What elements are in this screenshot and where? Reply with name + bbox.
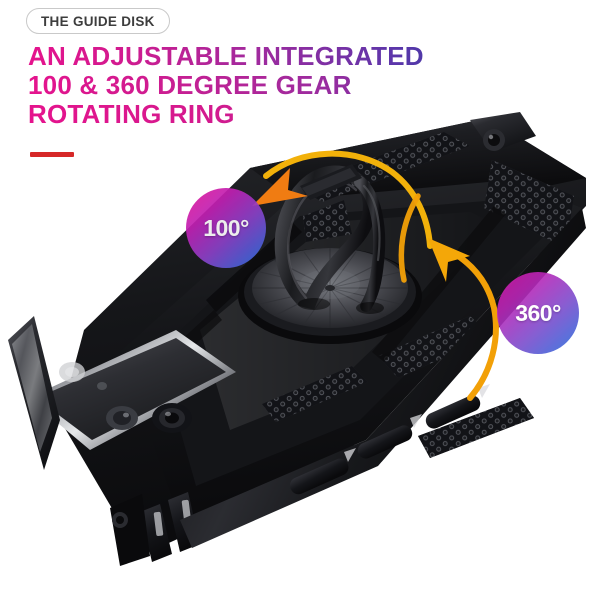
button-volume-up bbox=[357, 414, 422, 459]
arrowhead-right bbox=[428, 238, 470, 282]
arrow-arc-top bbox=[263, 150, 433, 249]
kickstand-pad bbox=[303, 200, 352, 242]
camera-module bbox=[28, 330, 236, 450]
rotation-arrow-left-tail bbox=[398, 193, 421, 283]
case-side-edge bbox=[180, 208, 586, 548]
headline-line-3: ROTATING RING bbox=[28, 100, 548, 129]
degree-bubble-100: 100° bbox=[186, 188, 266, 268]
camera-bar-glass bbox=[36, 338, 226, 440]
camera-sensor-small bbox=[97, 382, 107, 390]
arrowhead-top bbox=[252, 168, 308, 206]
button-power bbox=[289, 448, 356, 495]
guide-disk-badge-label: THE GUIDE DISK bbox=[41, 13, 155, 29]
rotation-arrow-100 bbox=[252, 150, 433, 249]
accent-rule bbox=[30, 152, 74, 157]
corner-bumper-top-right bbox=[470, 112, 536, 152]
degree-bubble-360: 360° bbox=[497, 272, 579, 354]
headline: AN ADJUSTABLE INTEGRATED 100 & 360 DEGRE… bbox=[28, 42, 548, 129]
headline-line-1: AN ADJUSTABLE INTEGRATED bbox=[28, 42, 548, 71]
disk-hub bbox=[325, 285, 335, 291]
headline-line-2: 100 & 360 DEGREE GEAR bbox=[28, 71, 548, 100]
degree-bubble-100-label: 100° bbox=[203, 214, 249, 241]
rotation-arrow-360 bbox=[428, 238, 499, 401]
arrow-arc-left bbox=[398, 193, 421, 283]
case-left-chrome-strip bbox=[12, 324, 52, 452]
arrow-arc-right bbox=[449, 249, 499, 401]
guide-disk-badge: THE GUIDE DISK bbox=[26, 8, 170, 34]
side-buttons bbox=[180, 208, 586, 548]
guide-disk-assembly bbox=[238, 164, 422, 344]
kickstand-ring bbox=[274, 164, 386, 314]
degree-bubble-360-label: 360° bbox=[515, 299, 561, 326]
